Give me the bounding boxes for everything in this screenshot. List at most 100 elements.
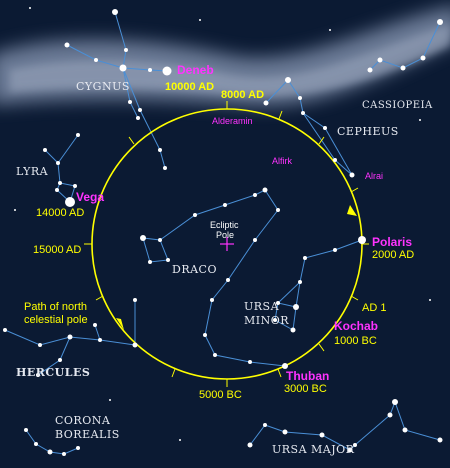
star [138,108,142,112]
star [353,443,357,447]
star [303,256,307,260]
star [119,64,127,72]
milky-way [0,7,450,106]
kochab-star [290,327,296,333]
lyra-label: LYRA [16,165,49,178]
star [64,42,70,48]
stars [3,7,443,456]
star [253,193,257,197]
star [29,7,31,9]
star [226,278,230,282]
star [367,67,373,73]
star [193,213,197,217]
star [124,48,128,52]
vega-name: Vega [76,190,104,204]
star [76,446,80,450]
constellation-line [57,134,79,164]
star [93,323,97,327]
deneb-epoch: 10000 AD [165,81,214,93]
star [158,148,162,152]
star [56,161,60,165]
direction-arrows [116,205,357,330]
star [276,301,280,305]
star [163,166,167,170]
star [140,235,146,241]
alrai-star [349,172,355,178]
star [133,298,137,302]
star [14,209,16,211]
star [298,280,302,284]
star [67,334,73,340]
alfirk-star [333,158,337,162]
thuban-epoch: 3000 BC [284,383,327,395]
star [109,399,111,401]
ursa-major-label: URSA MAJOR [272,443,355,456]
star [263,423,267,427]
star [419,119,421,121]
epoch-8000ad: 8000 AD [221,89,264,101]
star [429,299,431,301]
epoch-5000bc: 5000 BC [199,389,242,401]
cepheus-label: CEPHEUS [337,125,399,138]
vega-epoch: 14000 AD [36,207,84,219]
vega-star [65,197,75,207]
star [247,442,253,448]
cygnus-label: CYGNUS [76,80,130,93]
star [58,181,62,185]
star [213,353,217,357]
thuban-name: Thuban [286,369,329,383]
star [3,328,7,332]
star [253,238,257,242]
star [34,442,38,446]
star [58,358,62,362]
star [62,452,66,456]
star [166,258,170,262]
ecliptic-pole-text: Ecliptic [210,220,239,230]
star [132,342,138,348]
epoch-labels: 10000 AD 8000 AD 14000 AD 15000 AD 2000 … [24,81,414,401]
ursa-major-lines [249,400,441,451]
constellation-line [122,67,166,169]
polaris-name: Polaris [372,235,412,249]
ursa-minor-label-line2: MINOR [244,314,289,327]
thuban-star [282,363,288,369]
epoch-ad1: AD 1 [362,302,386,314]
constellation-line [94,324,101,341]
star [223,203,227,207]
star [73,184,77,188]
star [377,57,383,63]
deneb-star [162,66,172,76]
star [301,111,305,115]
alrai-name: Alrai [365,171,383,181]
constellation-labels: CYGNUS CASSIOPEIA CEPHEUS LYRA DRACO URS… [16,80,433,456]
star [298,96,302,100]
ursa-minor-label: URSA [244,300,280,313]
alfirk-name: Alfirk [272,156,292,166]
star [203,333,207,337]
star [112,9,118,15]
ecliptic-pole-marker [220,237,234,251]
star [94,58,98,62]
star [420,55,426,61]
epoch-15000ad: 15000 AD [33,244,81,256]
star [158,238,162,242]
star [285,77,291,83]
hercules-label: HERCULES [16,366,90,379]
star [148,260,152,264]
star [392,399,398,405]
star [293,304,299,310]
star [199,19,201,21]
star [262,187,268,193]
alderamin-name: Alderamin [212,116,253,126]
kochab-name: Kochab [334,319,378,333]
star [43,148,47,152]
star [347,447,353,453]
star [55,188,59,192]
constellation-line [274,302,297,331]
star [98,338,102,342]
star [387,412,393,418]
star [24,428,28,432]
star [400,65,406,71]
draco-label: DRACO [172,263,217,276]
cassiopeia-label: CASSIOPEIA [362,100,433,111]
